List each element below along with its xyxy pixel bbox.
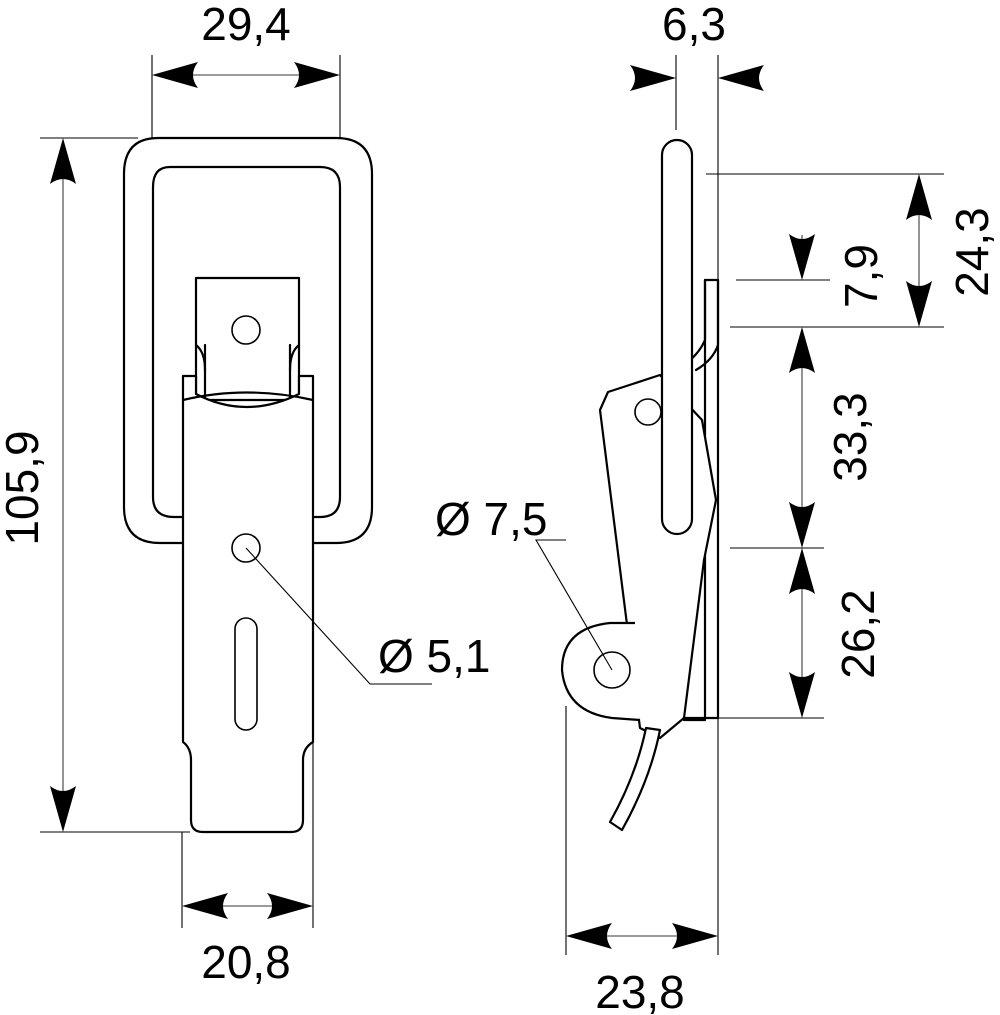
- dim-arrow: [630, 65, 676, 91]
- dim-arrow: [789, 502, 815, 548]
- tongue-rib-left: [194, 343, 207, 372]
- dim-arrow: [789, 548, 815, 594]
- lever-plate-top-curve: [181, 391, 315, 402]
- back-plate-lip-outer: [694, 278, 720, 372]
- wire-loop-side: [660, 138, 694, 536]
- dim-label-pivot-diameter: Ø 7,5: [435, 493, 548, 545]
- dim-label-depth: 23,8: [595, 966, 685, 1015]
- dim-label-thickness: 6,3: [662, 0, 726, 50]
- dim-arrow: [672, 923, 718, 949]
- tongue-rib-right: [288, 343, 301, 372]
- dim-arrow: [182, 893, 228, 919]
- side-view: [560, 138, 720, 832]
- dim-arrow: [906, 281, 932, 327]
- dim-arrow: [50, 138, 76, 184]
- dim-label-hook-height: 7,9: [835, 244, 887, 308]
- dim-arrow: [789, 672, 815, 718]
- lever-plate: [181, 374, 315, 834]
- tongue-hole: [231, 315, 261, 345]
- dim-arrow: [50, 786, 76, 832]
- front-dimensions: 29,4 105,9 20,8 Ø 5,1: [0, 0, 491, 988]
- dim-label-hole-diameter: Ø 5,1: [378, 630, 491, 682]
- dim-label-mid-span: 33,3: [824, 392, 876, 482]
- dim-arrow: [152, 62, 198, 88]
- dim-arrow: [566, 923, 612, 949]
- dim-label-base-span: 26,2: [832, 589, 884, 679]
- dim-label-overall-height: 105,9: [0, 430, 48, 545]
- lever-hole: [634, 398, 662, 426]
- plate-slot: [234, 617, 258, 731]
- dim-arrow: [267, 893, 313, 919]
- dim-label-top-offset: 24,3: [946, 207, 998, 297]
- front-view: [122, 136, 374, 834]
- hook-tail: [608, 726, 662, 832]
- dim-arrow: [789, 327, 815, 373]
- dim-arrow: [294, 62, 340, 88]
- dim-label-loop-width: 29,4: [201, 0, 291, 50]
- dim-arrow: [789, 234, 815, 280]
- side-dimensions: 6,3 24,3 7,9 33,3 26,2 Ø 7,5 2: [435, 0, 998, 1015]
- dim-label-plate-width: 20,8: [201, 936, 291, 988]
- dim-arrow: [906, 174, 932, 220]
- dim-arrow: [718, 65, 764, 91]
